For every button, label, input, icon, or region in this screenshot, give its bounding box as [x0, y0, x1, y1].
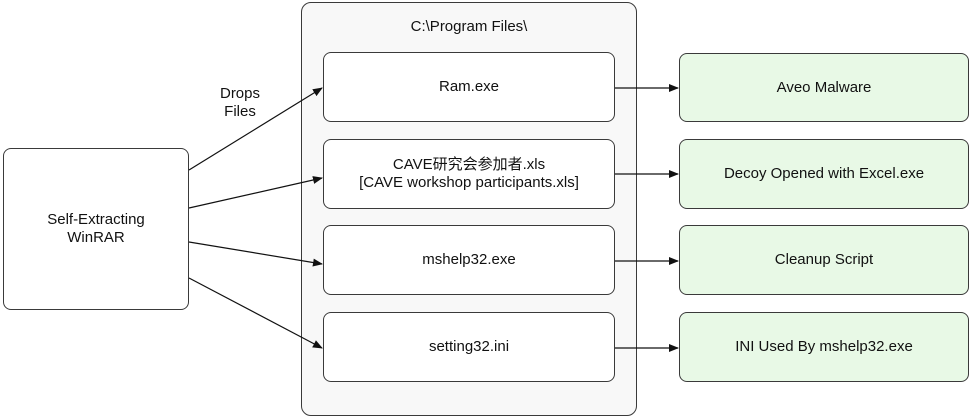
node-result-ini-used: INI Used By mshelp32.exe: [679, 312, 969, 382]
container-title: C:\Program Files\: [410, 18, 528, 35]
result-label: Decoy Opened with Excel.exe: [723, 165, 925, 182]
edge-winrar-to-cave-xls: [188, 176, 323, 209]
node-file-ram-exe: Ram.exe: [323, 52, 615, 122]
file-label: setting32.ini: [428, 338, 510, 355]
node-self-extracting-winrar: Self-Extracting WinRAR: [3, 148, 189, 310]
result-label: Cleanup Script: [774, 251, 874, 268]
node-file-setting32-ini: setting32.ini: [323, 312, 615, 382]
edge-winrar-to-mshelp32: [188, 241, 323, 267]
edge-winrar-to-setting32: [188, 277, 323, 349]
source-label-line2: WinRAR: [67, 229, 125, 246]
node-result-decoy-excel: Decoy Opened with Excel.exe: [679, 139, 969, 209]
node-result-cleanup-script: Cleanup Script: [679, 225, 969, 295]
result-label: INI Used By mshelp32.exe: [735, 338, 913, 355]
file-label: Ram.exe: [438, 78, 500, 95]
file-label-line2: [CAVE workshop participants.xls]: [359, 174, 579, 191]
file-label: mshelp32.exe: [422, 251, 516, 268]
edge-winrar-to-ram: [188, 87, 323, 171]
node-file-mshelp32-exe: mshelp32.exe: [323, 225, 615, 295]
edge-label-line1: Drops: [219, 85, 260, 102]
edge-label-drops-files: Drops Files: [200, 85, 280, 121]
node-file-cave-xls: CAVE研究会参加者.xls [CAVE workshop participan…: [323, 139, 615, 209]
result-label: Aveo Malware: [776, 78, 872, 96]
file-label-line1: CAVE研究会参加者.xls: [392, 156, 546, 173]
source-label-line1: Self-Extracting: [47, 211, 145, 228]
edge-label-line2: Files: [224, 103, 256, 120]
node-result-aveo-malware: Aveo Malware: [679, 53, 969, 122]
